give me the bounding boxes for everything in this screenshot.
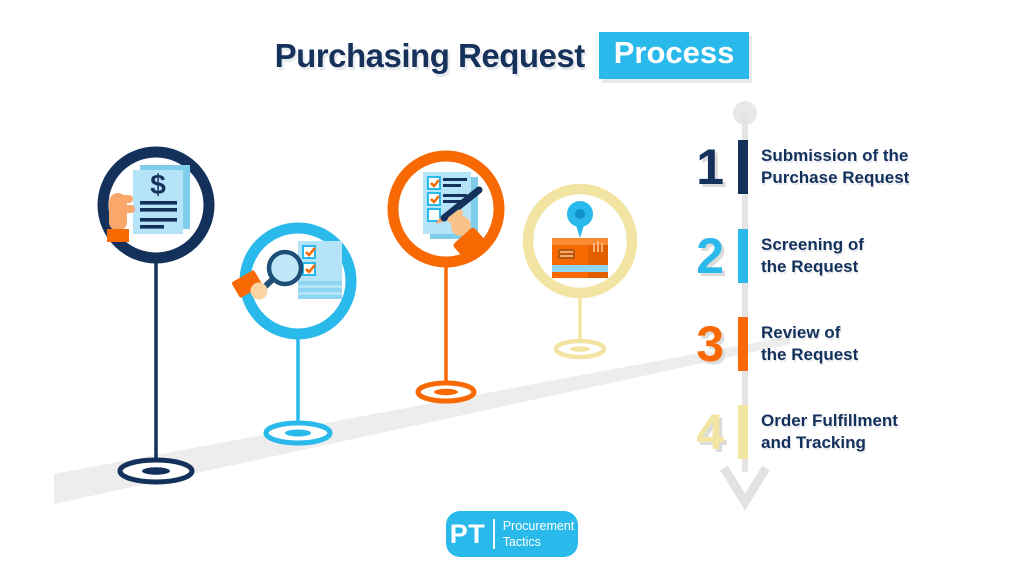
- step-3-number: 3: [696, 316, 724, 372]
- magnifier-over-checklist-icon: [231, 241, 342, 300]
- title-main: Purchasing Request: [274, 36, 586, 74]
- step-row-3: 3 Review of the Request: [678, 317, 858, 371]
- pin-step-3: [387, 150, 505, 404]
- title-highlight-box: Process: [598, 32, 750, 79]
- step-3-tick: [738, 317, 748, 371]
- pen-signing-checklist-icon: [423, 172, 487, 261]
- step-2-label: Screening of the Request: [761, 234, 864, 276]
- page-title: Purchasing Request Process: [0, 32, 1024, 79]
- step-4-number: 4: [696, 404, 724, 460]
- logo-name: Procurement Tactics: [502, 518, 575, 549]
- pin-step-1: $: [97, 146, 215, 485]
- dollar-sign: $: [150, 169, 166, 200]
- logo-abbr: PT: [449, 518, 486, 549]
- step-row-1: 1 Submission of the Purchase Request: [678, 140, 909, 194]
- road-shape: [54, 336, 790, 504]
- step-row-4: 4 Order Fulfillment and Tracking: [678, 405, 898, 459]
- step-1-label: Submission of the Purchase Request: [761, 145, 910, 187]
- package-with-location-pin-icon: [552, 201, 608, 278]
- timeline-arrow-icon: [720, 465, 770, 511]
- timeline-line: [742, 112, 748, 472]
- logo-divider: [493, 519, 495, 549]
- step-1-number: 1: [696, 139, 724, 195]
- step-4-tick: [738, 405, 748, 459]
- step-4-label: Order Fulfillment and Tracking: [761, 410, 898, 452]
- step-3-label: Review of the Request: [761, 322, 859, 364]
- step-2-tick: [738, 229, 748, 283]
- pin-step-4: [522, 183, 638, 360]
- step-1-tick: [738, 140, 748, 194]
- step-2-number: 2: [696, 228, 724, 284]
- step-row-2: 2 Screening of the Request: [678, 229, 864, 283]
- brand-logo: PT Procurement Tactics: [446, 511, 578, 557]
- pin-step-2: [231, 222, 357, 446]
- hand-holding-dollar-document-icon: $: [107, 165, 190, 242]
